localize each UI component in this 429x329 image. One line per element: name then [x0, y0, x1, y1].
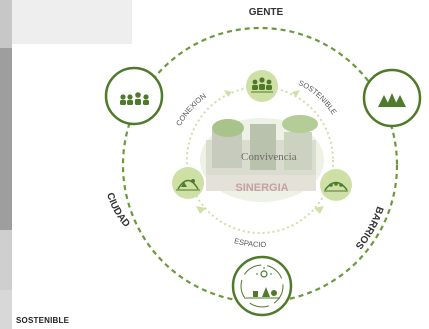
people-group-icon	[104, 66, 164, 126]
label-gente: GENTE	[249, 7, 284, 18]
arrow-head	[314, 206, 324, 214]
trees-icon	[362, 68, 422, 128]
center-image-text: Convivencia	[241, 151, 297, 163]
outer-dashed-ring	[121, 26, 399, 304]
arc-label-espacio: ESPACIO	[233, 236, 266, 249]
arrow-head	[224, 90, 232, 97]
caption: SOSTENIBLE	[16, 316, 70, 325]
arrow-head	[196, 206, 206, 214]
center-label: SINERGIA	[235, 182, 288, 194]
side-panel-band	[0, 230, 12, 290]
arc-label-sostenible: SOSTENIBLE	[297, 78, 339, 116]
community-icon	[320, 169, 352, 201]
inner-dotted-ring	[186, 86, 334, 234]
arc-label-conexion: CONEXION	[174, 91, 208, 127]
side-panel-band	[0, 48, 12, 230]
center-photo	[200, 115, 324, 202]
label-barrios: BARRIOS	[353, 205, 385, 251]
people-group-icon	[246, 70, 278, 102]
landscape-icon	[172, 167, 204, 199]
arrow-head	[292, 90, 300, 97]
top-strip	[12, 0, 132, 44]
side-panel	[0, 0, 12, 329]
sun-tree-cycle-icon	[231, 255, 293, 317]
side-panel-band	[0, 0, 12, 48]
